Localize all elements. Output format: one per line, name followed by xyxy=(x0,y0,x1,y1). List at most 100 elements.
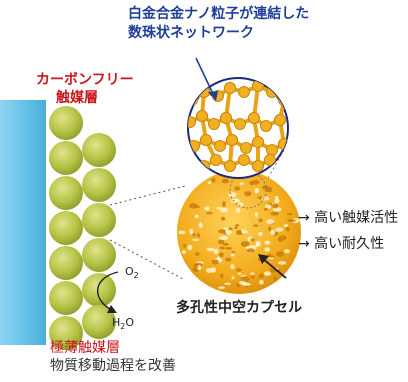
capsule-pore xyxy=(197,265,202,271)
capsule-pore xyxy=(236,229,242,235)
catalyst-particle xyxy=(49,106,83,140)
capsule-pore xyxy=(261,196,270,201)
catalyst-particle xyxy=(82,168,116,202)
capsule-pore xyxy=(225,257,232,262)
capsule-pore xyxy=(197,233,200,238)
capsule-pore xyxy=(234,186,241,191)
capsule-pore xyxy=(265,204,272,210)
capsule-pore xyxy=(263,271,272,276)
catalyst-particle xyxy=(49,211,83,245)
capsule-pore xyxy=(225,247,233,250)
capsule-pore xyxy=(273,276,277,282)
capsule-pore xyxy=(244,191,252,197)
capsule-pore xyxy=(218,252,224,258)
capsule-pore xyxy=(268,226,272,232)
capsule-pore xyxy=(275,227,284,232)
capsule-pore xyxy=(222,227,229,230)
connector-lower xyxy=(109,239,186,281)
network-nanoparticle xyxy=(266,144,278,156)
network-link xyxy=(223,87,235,167)
capsule-pore xyxy=(240,276,250,283)
capsule-pore xyxy=(270,211,279,216)
capsule-pore xyxy=(194,214,199,219)
membrane-bar xyxy=(0,100,46,345)
capsule-pore xyxy=(241,229,246,234)
capsule-pore xyxy=(181,250,186,254)
network-arrowhead xyxy=(208,91,218,101)
network-nanoparticle xyxy=(210,154,222,166)
capsule-pore xyxy=(254,211,258,218)
o2-label: O2 xyxy=(125,265,139,280)
capsule-pore xyxy=(187,244,193,251)
capsule-pore xyxy=(218,239,225,245)
capsule-pore xyxy=(235,207,241,213)
capsule-pore xyxy=(204,206,210,211)
capsule-pore xyxy=(228,192,237,198)
capsule-pore xyxy=(254,188,260,194)
capsule-pore xyxy=(220,207,229,213)
network-nanoparticle xyxy=(238,154,250,166)
capsule-pore xyxy=(222,242,229,246)
capsule-pore xyxy=(255,241,259,247)
capsule-pore xyxy=(277,237,284,242)
network-nanoparticle xyxy=(266,86,278,98)
carbonfree-title-line1: カーボンフリー xyxy=(36,72,134,88)
capsule-pore xyxy=(222,201,226,207)
capsule-pore xyxy=(194,252,200,257)
network-nanoparticle xyxy=(252,136,264,148)
capsule-pore xyxy=(284,249,290,254)
network-nanoparticle xyxy=(224,82,236,94)
capsule-pore xyxy=(225,229,232,235)
capsule-pore xyxy=(253,224,259,227)
capsule-pore xyxy=(250,275,255,279)
network-nanoparticle xyxy=(208,118,220,130)
capsule-pore xyxy=(219,246,225,250)
capsule-pore xyxy=(251,179,260,185)
capsule-pore xyxy=(250,272,255,275)
capsule-pore xyxy=(263,207,269,211)
network-nanoparticle xyxy=(274,114,286,126)
capsule-pore xyxy=(250,238,255,242)
network-nanoparticle xyxy=(188,140,200,152)
capsule-arrow xyxy=(261,257,287,279)
capsule-pores xyxy=(178,172,300,290)
capsule-pore xyxy=(267,255,276,258)
catalyst-particle-stack xyxy=(49,106,116,350)
capsule-pore xyxy=(243,282,251,286)
capsule-arrowhead xyxy=(258,254,269,264)
carbonfree-title-line2: 触媒層 xyxy=(56,90,98,106)
capsule-pore xyxy=(207,181,212,185)
reaction-arrowhead xyxy=(107,305,117,313)
capsule-pore xyxy=(221,178,230,184)
capsule-pore xyxy=(272,203,279,209)
capsule-pore xyxy=(270,229,276,236)
capsule-pore xyxy=(238,202,244,208)
capsule-pore xyxy=(206,268,213,273)
network-arrow xyxy=(195,57,215,97)
capsule-pore xyxy=(178,230,186,235)
network-nanoparticle xyxy=(260,120,272,132)
network-nanoparticle xyxy=(234,118,246,130)
capsule-pore xyxy=(258,273,264,279)
capsule-pore xyxy=(230,253,235,257)
capsule-pore xyxy=(188,203,198,209)
capsule-pore xyxy=(213,248,219,255)
capsule-pore xyxy=(235,224,240,227)
capsule-pore xyxy=(244,230,248,234)
network-nanoparticle xyxy=(198,86,210,98)
network-nanoparticle xyxy=(248,112,260,124)
capsule-pore xyxy=(231,250,236,254)
network-nanoparticle xyxy=(264,154,276,166)
capsule-pore xyxy=(264,240,271,245)
capsule-pore xyxy=(206,247,215,252)
capsule-pore xyxy=(211,259,219,265)
property-activity: → 高い触媒活性 xyxy=(298,210,399,226)
reaction-arrow xyxy=(97,271,119,311)
capsule-label: 多孔性中空カプセル xyxy=(176,300,302,316)
capsule-pore xyxy=(193,263,198,268)
catalyst-particle xyxy=(82,133,116,167)
capsule-pore xyxy=(258,232,263,236)
capsule-pore xyxy=(192,233,196,237)
capsule-pore xyxy=(189,228,194,235)
catalyst-particle xyxy=(49,176,83,210)
